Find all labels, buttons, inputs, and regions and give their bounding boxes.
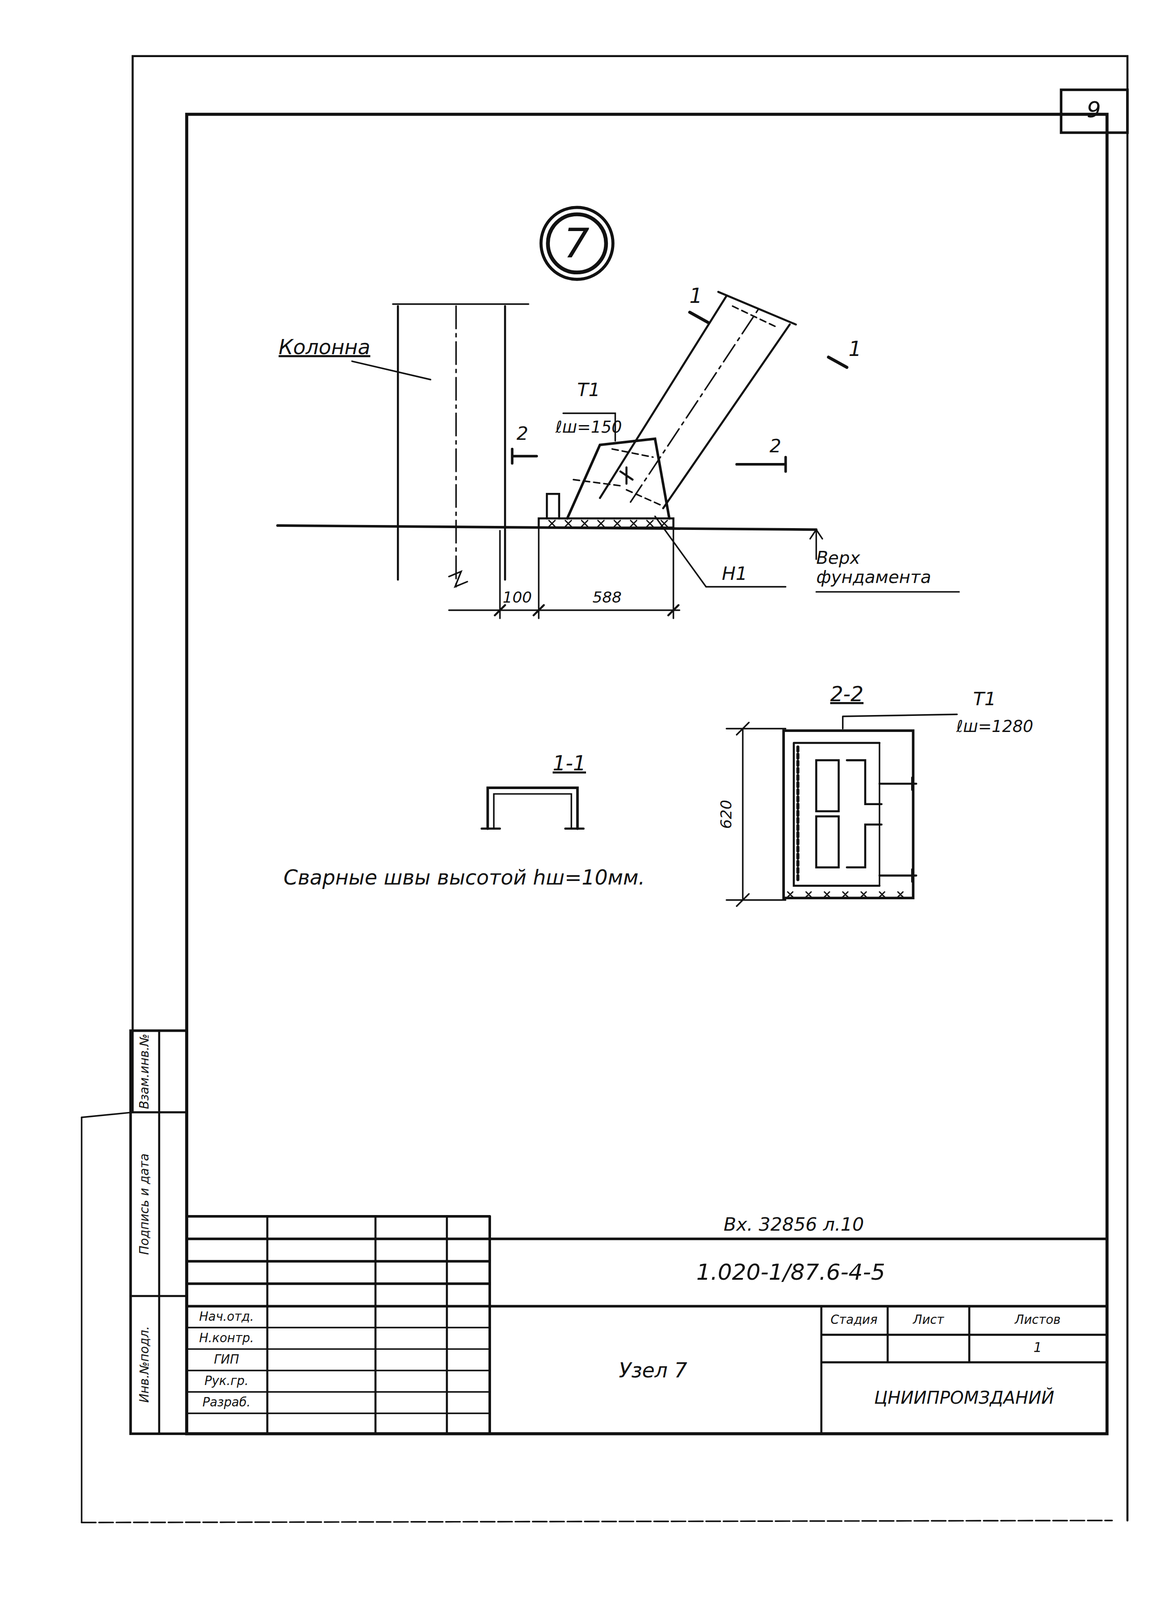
callout-number: 7 bbox=[563, 219, 590, 267]
drawing-label: 2-2 bbox=[829, 682, 864, 705]
node-callout-circle: 7 bbox=[538, 204, 616, 282]
drawing-label: 588 bbox=[592, 589, 622, 607]
drawing-label: ГИП bbox=[214, 1353, 240, 1367]
drawing-label: 1-1 bbox=[552, 751, 587, 775]
drawing-label: 9 bbox=[1086, 97, 1101, 123]
drawing-label: 1 bbox=[848, 337, 862, 360]
drawing-label: Вх. 32856 л.10 bbox=[723, 1214, 865, 1235]
drawing-label: Листов bbox=[1014, 1313, 1061, 1327]
drawing-label: Верх фундамента bbox=[816, 548, 959, 587]
drawing-label: ℓш=1280 bbox=[956, 717, 1033, 736]
drawing-label: Подпись и дата bbox=[138, 1153, 152, 1255]
drawing-label: ℓш=150 bbox=[555, 418, 622, 437]
drawing-label: 100 bbox=[502, 589, 533, 607]
drawing-label: 1 bbox=[1033, 1340, 1042, 1356]
drawing-label: Т1 bbox=[973, 688, 996, 709]
drawing-label: Взам.инв.№ bbox=[138, 1033, 152, 1110]
drawing-label: Нач.отд. bbox=[198, 1310, 254, 1324]
drawing-label: Узел 7 bbox=[619, 1358, 688, 1382]
drawing-label: Лист bbox=[912, 1313, 945, 1327]
drawing-label: Разраб. bbox=[202, 1396, 251, 1410]
drawing-label: Т1 bbox=[577, 379, 600, 400]
drawing-label: 1.020-1/87.6-4-5 bbox=[696, 1259, 886, 1285]
drawing-label: Н.контр. bbox=[198, 1331, 254, 1346]
drawing-label: Стадия bbox=[830, 1313, 878, 1327]
drawing-label: Сварные швы высотой hш=10мм. bbox=[283, 866, 645, 889]
drawing-label: Рук.гр. bbox=[204, 1374, 249, 1389]
drawing-label: 2 bbox=[516, 423, 529, 444]
drawing-label: 620 bbox=[718, 799, 735, 830]
drawing-label: 2 bbox=[769, 435, 782, 456]
drawing-label: Колонна bbox=[278, 335, 371, 359]
drawing-label: ЦНИИПРОМЗДАНИЙ bbox=[874, 1388, 1055, 1408]
drawing-label: Н1 bbox=[722, 563, 748, 584]
drawing-label: 1 bbox=[689, 284, 703, 307]
drawing-label: Инв.№подл. bbox=[138, 1325, 152, 1403]
